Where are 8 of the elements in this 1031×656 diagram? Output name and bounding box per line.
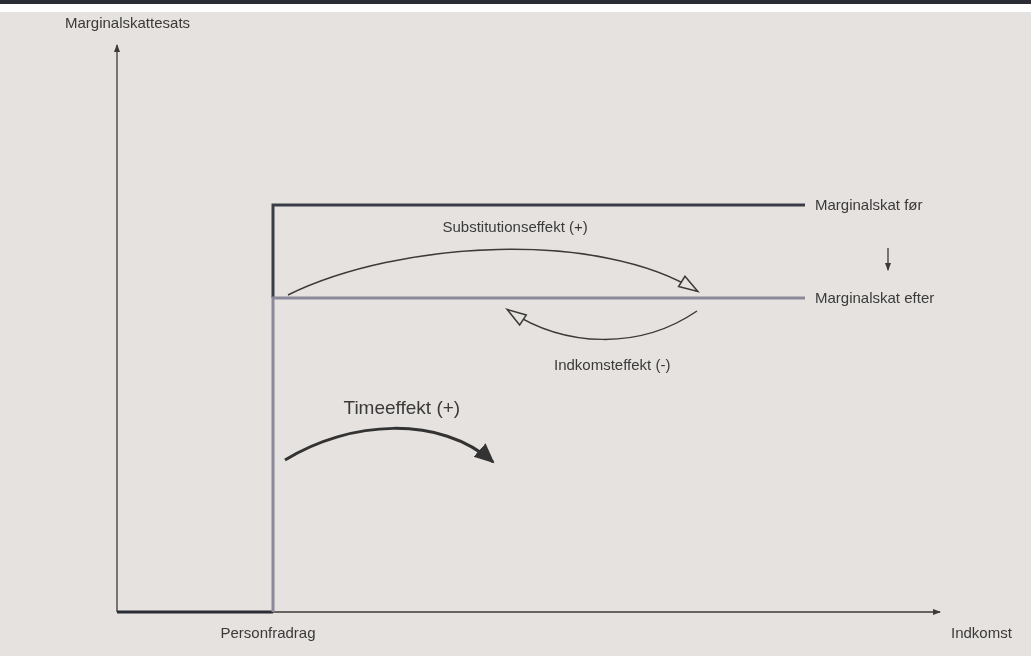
axis-title: Indkomst <box>951 624 1012 642</box>
effect-label: Timeeffekt (+) <box>343 397 461 419</box>
axis-title: Marginalskattesats <box>65 14 191 32</box>
line-label: Marginalskat efter <box>815 289 935 307</box>
line-label: Marginalskat før <box>815 196 923 214</box>
effect-label: Substitutionseffekt (+) <box>442 218 588 236</box>
effect-label: Indkomsteffekt (-) <box>554 356 671 374</box>
axis-tick-label: Personfradrag <box>220 624 316 642</box>
